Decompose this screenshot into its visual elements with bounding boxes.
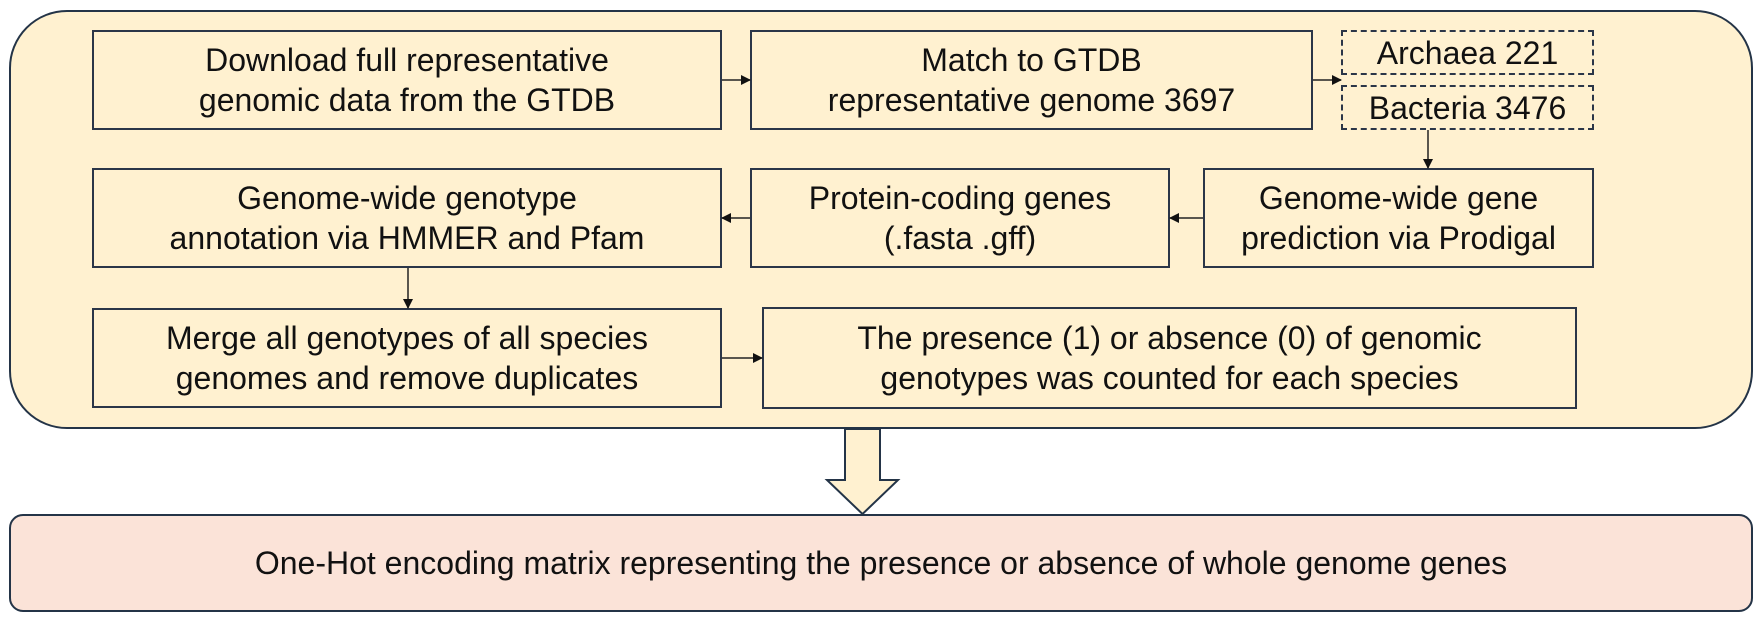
step-archaea: Archaea 221 [1341,30,1594,75]
step-presence: The presence (1) or absence (0) of genom… [762,307,1577,409]
result-box: One-Hot encoding matrix representing the… [9,514,1753,612]
result-text: One-Hot encoding matrix representing the… [254,544,1508,581]
step-match: Match to GTDB representative genome 3697 [750,30,1313,130]
block-arrow-down [824,428,901,516]
step-annotation: Genome-wide genotype annotation via HMME… [92,168,722,268]
step-protein: Protein-coding genes (.fasta .gff) [750,168,1170,268]
step-bacteria: Bacteria 3476 [1341,85,1594,130]
step-prediction: Genome-wide gene prediction via Prodigal [1203,168,1594,268]
step-merge: Merge all genotypes of all species genom… [92,308,722,408]
step-download: Download full representative genomic dat… [92,30,722,130]
